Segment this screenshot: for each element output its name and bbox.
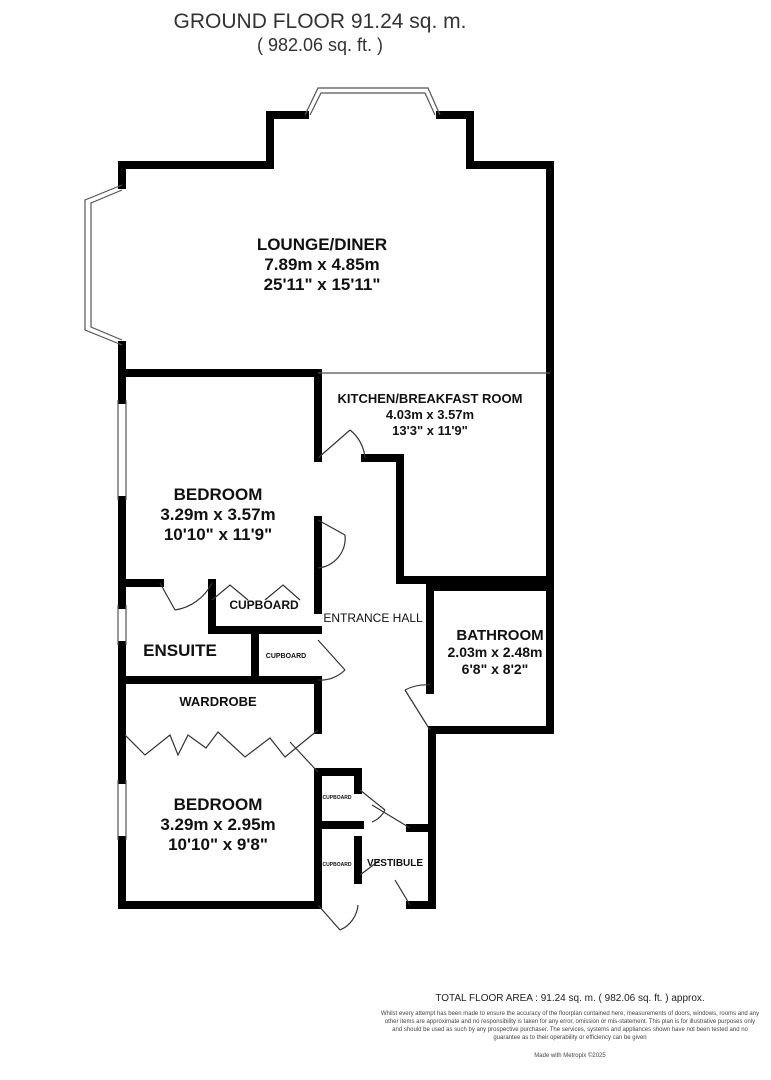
entrance-hall-label: ENTRANCE HALL	[323, 611, 423, 625]
room-imperial: 10'10" x 9'8"	[168, 835, 268, 854]
room-metric: 3.29m x 3.57m	[160, 505, 275, 524]
room-imperial: 10'10" x 11'9"	[164, 525, 272, 544]
cupboard-label: CUPBOARD	[323, 862, 352, 868]
cupboard-label: CUPBOARD	[229, 598, 299, 612]
credit: Made with Metropix ©2025	[534, 1053, 606, 1059]
doors	[124, 429, 431, 931]
room-imperial: 13'3" x 11'9"	[392, 423, 468, 438]
floor-subtitle: ( 982.06 sq. ft. )	[256, 35, 384, 55]
room-metric: 2.03m x 2.48m	[448, 644, 543, 660]
room-imperial: 6'8" x 8'2"	[462, 661, 529, 677]
room-name: KITCHEN/BREAKFAST ROOM	[338, 391, 523, 406]
room-name: BEDROOM	[174, 485, 263, 504]
room-metric: 3.29m x 2.95m	[160, 815, 275, 834]
room-name: BATHROOM	[456, 627, 543, 644]
total-floor-area: TOTAL FLOOR AREA : 91.24 sq. m. ( 982.06…	[435, 993, 705, 1004]
room-metric: 7.89m x 4.85m	[264, 255, 379, 274]
floor-title: GROUND FLOOR 91.24 sq. m.	[173, 10, 467, 33]
walls	[118, 111, 554, 909]
room-imperial: 25'11" x 15'11"	[264, 275, 381, 294]
room-name: BEDROOM	[174, 795, 263, 814]
disclaimer: Whilst every attempt has been made to en…	[380, 1011, 760, 1041]
room-metric: 4.03m x 3.57m	[386, 407, 474, 422]
cupboard-label: CUPBOARD	[266, 653, 306, 660]
wardrobe-label: WARDROBE	[179, 694, 257, 709]
room-name: LOUNGE/DINER	[257, 235, 387, 254]
ensuite-label: ENSUITE	[143, 641, 217, 660]
cupboard-label: CUPBOARD	[323, 795, 352, 801]
windows	[84, 87, 550, 840]
room-labels: LOUNGE/DINER 7.89m x 4.85m 25'11" x 15'1…	[143, 235, 543, 869]
vestibule-label: VESTIBULE	[367, 858, 423, 869]
